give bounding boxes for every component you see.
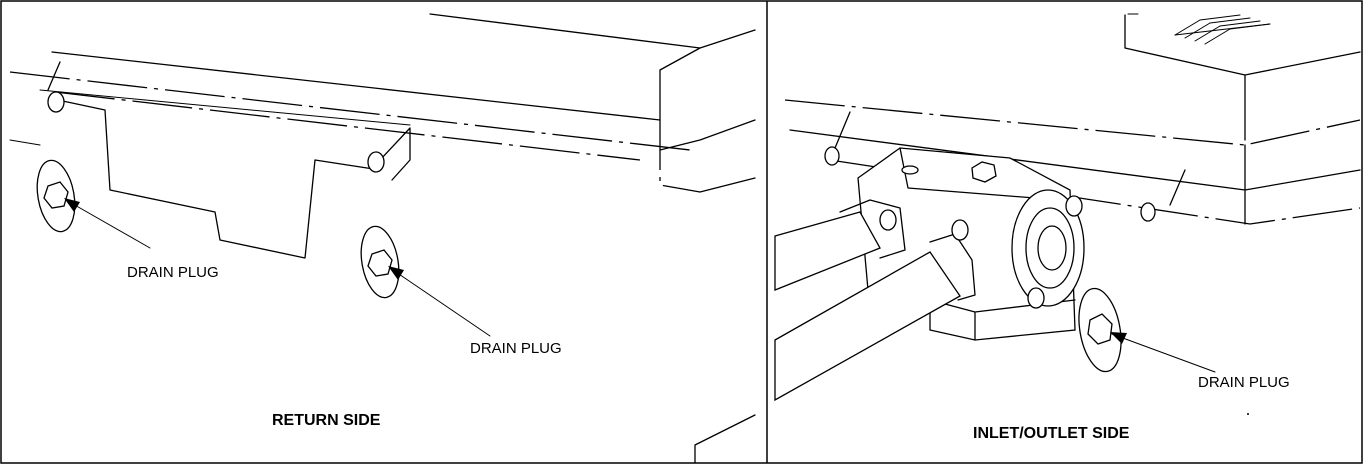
flange-bolt-bottom bbox=[1027, 287, 1045, 309]
rail-bolt-left bbox=[824, 146, 840, 166]
rail-bolt-right bbox=[367, 151, 385, 173]
coupling-bolt-lower bbox=[951, 219, 969, 241]
drain-plug-icon bbox=[367, 249, 393, 277]
drain-plug-oval-left bbox=[36, 159, 76, 233]
tank-front-edge bbox=[54, 91, 641, 161]
panel-caption: INLET/OUTLET SIDE bbox=[973, 425, 1130, 442]
tank-top-edge-dashed bbox=[9, 71, 701, 193]
rail-bolt-left bbox=[47, 91, 65, 113]
baffle-flap bbox=[47, 61, 61, 91]
arrowhead-right bbox=[388, 266, 404, 280]
drain-plug-icon bbox=[43, 181, 69, 209]
drain-plug-label: DRAIN PLUG bbox=[127, 264, 219, 281]
panel-caption: RETURN SIDE bbox=[272, 412, 381, 429]
drain-plug-oval bbox=[1078, 287, 1122, 373]
tank-base-corner bbox=[694, 414, 756, 464]
drain-plug-label: DRAIN PLUG bbox=[470, 340, 562, 357]
tank-side-line bbox=[9, 89, 411, 146]
baffle-plate bbox=[57, 99, 381, 259]
shaft-upper bbox=[774, 211, 881, 291]
tank-rim-dashed bbox=[784, 99, 1361, 146]
leader-line-left bbox=[65, 199, 151, 249]
tank-top-rim bbox=[51, 51, 661, 121]
tank-right-corner bbox=[659, 47, 756, 193]
leader-line bbox=[1111, 333, 1216, 373]
top-bolt bbox=[971, 161, 997, 183]
shaft-lower bbox=[774, 251, 961, 402]
pump-top-hole bbox=[901, 165, 919, 175]
speck bbox=[1247, 413, 1249, 415]
tank-rim bbox=[789, 129, 1361, 225]
drain-plug-oval-right bbox=[360, 225, 400, 299]
tank-front-dashed bbox=[829, 159, 1361, 225]
flange-bolt-top bbox=[1065, 195, 1083, 217]
panel-inlet-outlet-side: DRAIN PLUG INLET/OUTLET SIDE bbox=[774, 13, 1361, 442]
bracket-flap bbox=[834, 111, 1186, 206]
vent-slots bbox=[1174, 14, 1271, 45]
tank-top-edge bbox=[1124, 14, 1361, 141]
arrowhead bbox=[1110, 332, 1127, 344]
tank-top-edge bbox=[429, 13, 756, 49]
pump-housing-top bbox=[899, 147, 1061, 201]
leader-line-right bbox=[389, 267, 491, 337]
coupling-bolt-upper bbox=[879, 209, 897, 231]
shaft-coupling-upper bbox=[839, 199, 906, 259]
baffle-bracket bbox=[379, 127, 411, 181]
arrowhead-left bbox=[64, 198, 80, 212]
shaft-coupling-lower bbox=[929, 233, 976, 301]
drain-plug-icon bbox=[1087, 313, 1113, 345]
rail-bolt-right bbox=[1140, 202, 1156, 222]
drain-plug-label: DRAIN PLUG bbox=[1198, 374, 1290, 391]
pump-flange-ring bbox=[1025, 207, 1075, 289]
pump-port bbox=[1037, 225, 1067, 271]
panel-return-side: DRAIN PLUG DRAIN PLUG RETURN SIDE bbox=[9, 13, 756, 464]
